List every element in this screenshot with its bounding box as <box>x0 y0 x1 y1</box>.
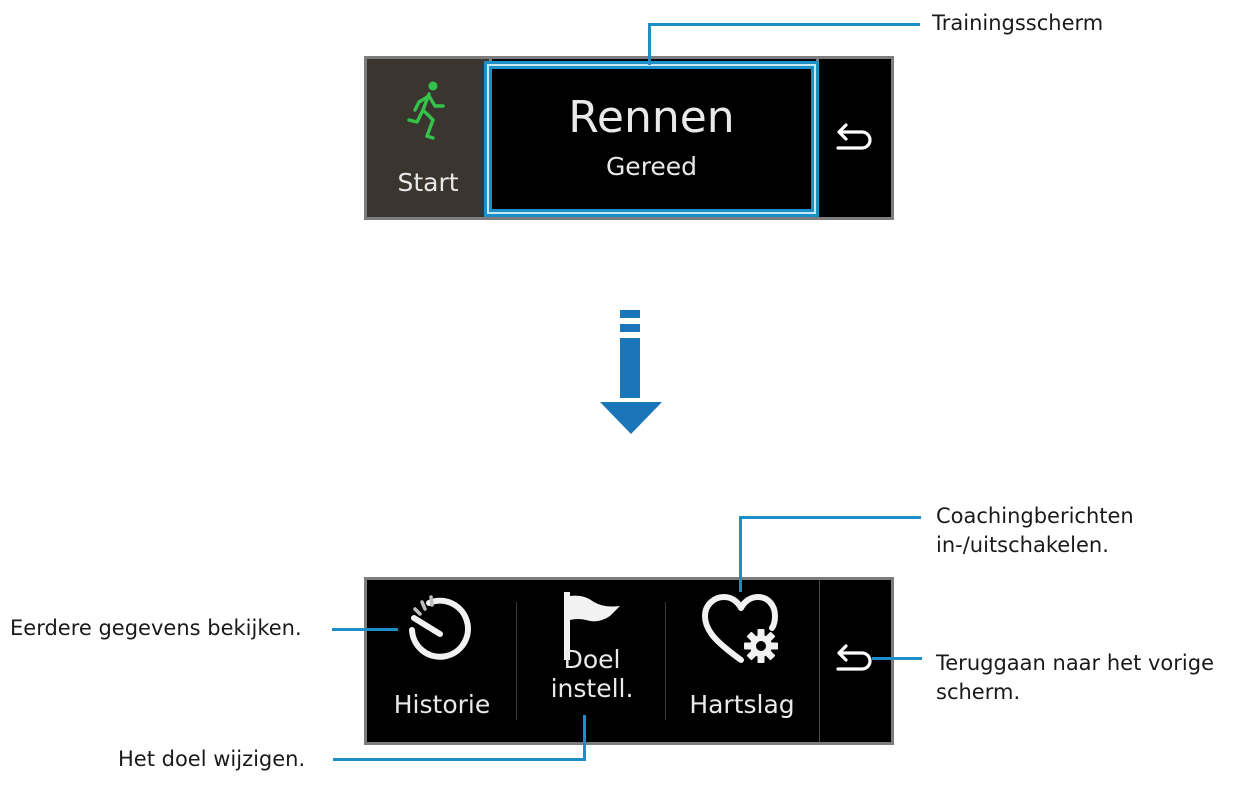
callout-coaching-line2: in-/uitschakelen. <box>936 533 1109 557</box>
callout-leader-training-v <box>648 23 651 65</box>
callout-leader-goal-h <box>333 758 586 761</box>
running-card[interactable] <box>487 64 816 214</box>
callout-back-line2: scherm. <box>936 680 1021 704</box>
heart-settings-icon <box>702 594 778 663</box>
heart-rate-label: Hartslag <box>689 690 795 719</box>
callout-leader-coaching-v <box>739 516 742 592</box>
menu-separator <box>516 602 517 720</box>
callout-leader-training-h <box>648 23 920 26</box>
set-goal-label: Doel instell. <box>550 645 634 703</box>
callout-coaching-line1: Coachingberichten <box>936 504 1134 528</box>
flag-icon <box>564 592 620 660</box>
back-arrow-icon <box>836 123 872 150</box>
back-arrow-icon <box>836 644 872 671</box>
callout-leader-back <box>872 657 922 660</box>
callout-leader-goal-v <box>583 715 586 761</box>
callout-back: Teruggaan naar het vorige scherm. <box>936 649 1214 707</box>
menu-separator <box>665 602 666 720</box>
history-label: Historie <box>393 690 491 719</box>
back-button-top[interactable] <box>819 59 891 217</box>
callout-training-screen: Trainingsscherm <box>932 11 1104 35</box>
running-icon <box>407 81 445 140</box>
start-label: Start <box>397 168 459 197</box>
activity-title: Rennen <box>568 92 735 143</box>
menu-separator <box>819 580 820 742</box>
callout-history: Eerdere gegevens bekijken. <box>10 616 302 640</box>
callout-leader-coaching-h <box>739 516 921 519</box>
callout-leader-history <box>332 628 398 631</box>
callout-goal: Het doel wijzigen. <box>118 747 306 771</box>
activity-status: Gereed <box>605 152 698 181</box>
callout-back-line1: Teruggaan naar het vorige <box>936 651 1214 675</box>
callout-coaching: Coachingberichten in-/uitschakelen. <box>936 502 1134 560</box>
down-arrow-icon <box>600 310 662 434</box>
history-timer-icon <box>409 595 471 660</box>
